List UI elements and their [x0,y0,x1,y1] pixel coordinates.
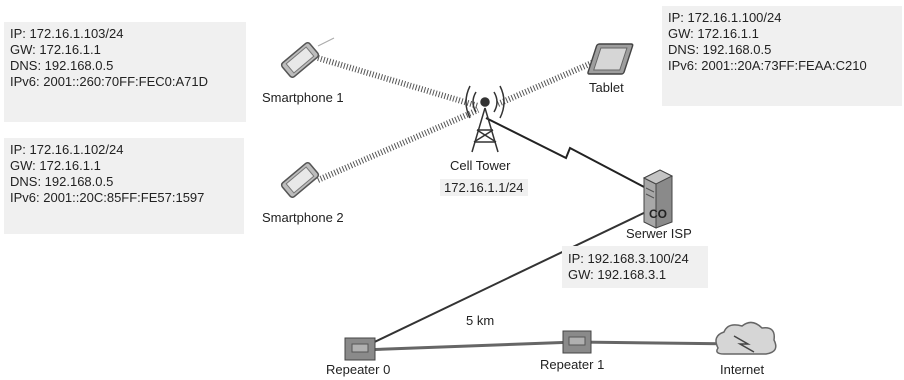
repeater1-label: Repeater 1 [540,357,605,372]
smartphone2-icon[interactable] [280,162,320,199]
tablet-icon[interactable] [587,43,634,75]
repeater1-icon[interactable] [562,330,592,354]
smartphone1-gw: GW: 172.16.1.1 [10,42,101,57]
smartphone2-dns: DNS: 192.168.0.5 [10,174,114,189]
smartphone2-label: Smartphone 2 [262,210,344,225]
smartphone2-ip: IP: 172.16.1.102/24 [10,142,124,157]
tablet-info-box: IP: 172.16.1.100/24 GW: 172.16.1.1 DNS: … [662,6,902,106]
smartphone2-gw: GW: 172.16.1.1 [10,158,101,173]
server-co-text: CO [649,207,667,221]
smartphone1-icon[interactable] [280,42,320,79]
cell-tower-icon[interactable] [465,85,505,153]
link-repeater1-internet [575,340,743,346]
server-ip: IP: 192.168.3.100/24 [568,251,689,266]
smartphone2-ipv6: IPv6: 2001::20C:85FF:FE57:1597 [10,190,205,205]
tablet-dns: DNS: 192.168.0.5 [668,42,772,57]
cell-tower-label: Cell Tower [450,158,511,173]
serial-link-tower-server [485,117,647,189]
tablet-gw: GW: 172.16.1.1 [668,26,759,41]
smartphone1-label: Smartphone 1 [262,90,344,105]
server-gw: GW: 192.168.3.1 [568,267,667,282]
tablet-ipv6: IPv6: 2001::20A:73FF:FEAA:C210 [668,58,867,73]
smartphone1-ipv6: IPv6: 2001::260:70FF:FEC0:A71D [10,74,208,89]
smartphone1-dns: DNS: 192.168.0.5 [10,58,114,73]
link-server-repeater0 [361,209,651,349]
smartphone2-info-box: IP: 172.16.1.102/24 GW: 172.16.1.1 DNS: … [4,138,244,234]
distance-label: 5 km [466,313,495,328]
repeater0-icon[interactable] [344,337,376,361]
wireless-links [316,55,596,183]
server-info-box: IP: 192.168.3.100/24 GW: 192.168.3.1 [562,246,708,288]
internet-cloud-icon[interactable] [715,321,777,355]
internet-label: Internet [720,362,765,377]
smartphone1-ip: IP: 172.16.1.103/24 [10,26,124,41]
server-isp-icon[interactable] [642,169,674,229]
tablet-ip: IP: 172.16.1.100/24 [668,10,782,25]
wireless-link-smartphone1 [317,55,479,109]
smartphone1-info-box: IP: 172.16.1.103/24 GW: 172.16.1.1 DNS: … [4,22,246,122]
cell-tower-address: 172.16.1.1/24 [440,179,528,196]
repeater0-label: Repeater 0 [326,362,391,377]
smartphone1-antenna-icon [317,37,335,47]
wireless-link-smartphone2 [316,107,480,183]
wireless-link-tablet [496,59,596,107]
server-isp-label: Serwer ISP [626,226,692,241]
tablet-label: Tablet [589,80,624,95]
link-repeater0-repeater1 [361,340,577,352]
